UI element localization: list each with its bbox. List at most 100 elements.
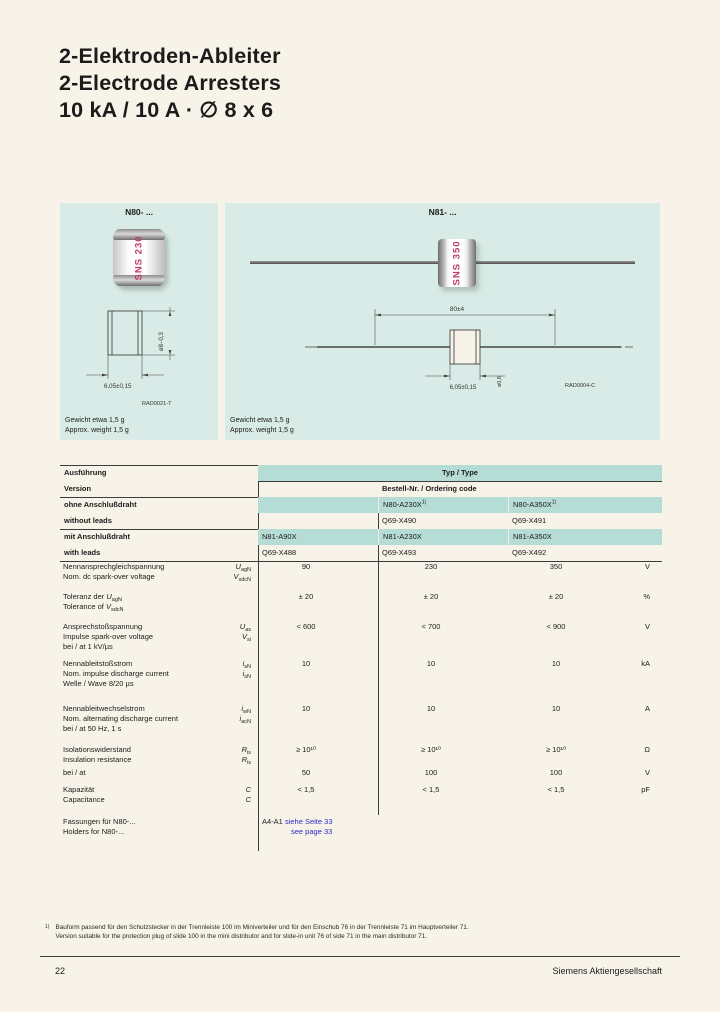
- arrester-photo-n80: SNS 230: [113, 229, 165, 286]
- corner-label-en: Version: [64, 484, 92, 493]
- param-value: 10: [426, 704, 436, 713]
- dim-diameter-n80: ø8−0,3: [159, 331, 165, 351]
- dim-lead-diameter-n81: ø0,8: [497, 376, 503, 387]
- param-symbol: iwN iacN: [239, 704, 251, 725]
- rule-under-variants: [60, 561, 662, 562]
- arrester-top-rim: [113, 229, 165, 240]
- param-value: ± 20: [423, 592, 439, 601]
- title-line-rating: 10 kA / 10 A · ∅ 8 x 6: [59, 98, 274, 122]
- param-symbol: Uas Vsi: [239, 622, 251, 643]
- panel-n80: N80- ... SNS 230: [60, 203, 218, 440]
- param-row-insulation-resistance: Isolationswiderstand Insulation resistan…: [60, 744, 662, 784]
- holders-label-de: Fassungen für N80-...: [63, 817, 136, 826]
- weight-note-n80: Gewicht etwa 1,5 g Approx. weight 1,5 g: [65, 417, 129, 434]
- param-value: < 1,5: [547, 785, 565, 794]
- holders-label-en: Holders for N80-...: [63, 827, 125, 836]
- table-header-row-type: Ausführung Typ / Type: [60, 465, 662, 481]
- variant-row-without-leads-codes: without leads Q69-X490 Q69-X491: [60, 513, 662, 529]
- footnote-marker: 1): [45, 924, 50, 930]
- arrester-right-rim: [468, 239, 476, 287]
- unit-label: kA: [641, 659, 650, 668]
- panel-n81-title: N81- ...: [428, 207, 457, 217]
- corner-label-de: Ausführung: [64, 468, 107, 477]
- panel-n80-title: N80- ...: [125, 207, 153, 217]
- spec-table: Ausführung Typ / Type Version Bestell-Nr…: [60, 465, 662, 851]
- dim-width-n80: 6,05±0,15: [104, 383, 132, 390]
- param-row-impulse-discharge-current: Nennableitstoßstrom Nom. impulse dischar…: [60, 658, 662, 703]
- param-value: 10: [551, 704, 561, 713]
- param-row-tolerance: Toleranz der UagN Tolerance of VsdcN ± 2…: [60, 591, 662, 621]
- param-row-impulse-sparkover: Ansprechstoßspannung Impulse spark-over …: [60, 621, 662, 658]
- type-cell: N81-A350X: [508, 529, 662, 545]
- type-header: Typ / Type: [258, 465, 662, 481]
- variant-label-de: ohne Anschlußdraht: [64, 500, 137, 509]
- unit-label: %: [643, 592, 650, 601]
- unit-label: V: [644, 622, 650, 631]
- type-cell: N80-A350X1): [508, 497, 662, 513]
- param-value: < 700: [421, 622, 441, 631]
- variant-row-with-leads-codes: with leads Q69-X488 Q69-X493 Q69-X492: [60, 545, 662, 561]
- footnote-en: Version suitable for the protection plug…: [55, 933, 428, 940]
- param-value: < 900: [546, 622, 566, 631]
- param-value: 230: [424, 562, 438, 571]
- param-value: 10: [551, 659, 561, 668]
- order-code-cell: [258, 513, 378, 529]
- type-cell: [258, 497, 378, 513]
- param-row-dc-sparkover: Nennansprechgleichspannung Nom. dc spark…: [60, 561, 662, 591]
- param-value: 10: [301, 704, 311, 713]
- title-line-en: 2-Electrode Arresters: [59, 71, 282, 95]
- holders-value: A4-A1: [262, 817, 283, 826]
- part-marking-n80: SNS 230: [133, 234, 145, 281]
- footnote: 1) Bauform passend für den Schutzstecker …: [45, 923, 675, 941]
- variant-label-en: with leads: [64, 548, 101, 557]
- see-page-link-de[interactable]: siehe Seite 33: [284, 817, 333, 826]
- footer-rule: [40, 956, 680, 957]
- rule-label-divider: [258, 465, 259, 851]
- variant-label-de: mit Anschlußdraht: [64, 532, 130, 541]
- order-code-cell: Q69-X493: [382, 548, 417, 557]
- holders-row: Fassungen für N80-... Holders for N80-..…: [60, 815, 662, 851]
- arrester-bottom-rim: [113, 275, 165, 286]
- order-code-cell: Q69-X488: [262, 548, 297, 557]
- param-value: 10: [426, 659, 436, 668]
- param-symbol: isN isN: [242, 659, 251, 680]
- arrester-left-rim: [438, 239, 446, 287]
- variant-row-without-leads-types: ohne Anschlußdraht N80-A230X1) N80-A350X…: [60, 497, 662, 513]
- panel-n81: N81- ... SNS 350: [225, 203, 660, 440]
- param-row-capacitance: Kapazität Capacitance C C < 1,5 < 1,5 < …: [60, 784, 662, 815]
- order-code-cell: Q69-X492: [512, 548, 547, 557]
- footnote-de: Bauform passend für den Schutzstecker in…: [55, 924, 469, 931]
- param-value: < 1,5: [297, 785, 315, 794]
- param-symbol: UagN VsdcN: [233, 562, 251, 583]
- see-page-link-en[interactable]: see page 33: [291, 827, 333, 836]
- unit-label: A: [644, 704, 650, 713]
- order-header: Bestell-Nr. / Ordering code: [382, 484, 477, 493]
- param-value: 10: [301, 659, 311, 668]
- arrester-body: SNS 350: [438, 239, 476, 287]
- order-code-cell: Q69-X491: [512, 516, 547, 525]
- dimension-drawing-n80: ø8−0,3 6,05±0,15 RAD0021-T: [86, 307, 175, 407]
- variant-label-en: without leads: [64, 516, 112, 525]
- param-value: 350: [549, 562, 563, 571]
- unit-label: V: [644, 562, 650, 571]
- weight-note-n81: Gewicht etwa 1,5 g Approx. weight 1,5 g: [230, 417, 294, 434]
- publisher-name: Siemens Aktiengesellschaft: [552, 966, 662, 976]
- param-value: 90: [301, 562, 311, 571]
- type-cell: N81-A230X: [378, 529, 508, 545]
- param-symbol: Ris Ris: [241, 745, 251, 766]
- param-value: ± 20: [548, 592, 564, 601]
- drawing-ref-n81: RAD0004-C: [565, 383, 595, 389]
- part-marking-n81: SNS 350: [451, 240, 463, 286]
- type-cell: N80-A230X1): [378, 497, 508, 513]
- unit-label: pF: [641, 785, 650, 794]
- type-cell: N81-A90X: [258, 529, 378, 545]
- rule-column-divider: [378, 497, 379, 815]
- dim-length-n81: 80±4: [450, 306, 465, 313]
- table-header-row-order: Version: [60, 481, 662, 497]
- param-value: < 600: [296, 622, 316, 631]
- variant-row-with-leads-types: mit Anschlußdraht N81-A90X N81-A230X N81…: [60, 529, 662, 545]
- param-symbol: C C: [245, 785, 251, 804]
